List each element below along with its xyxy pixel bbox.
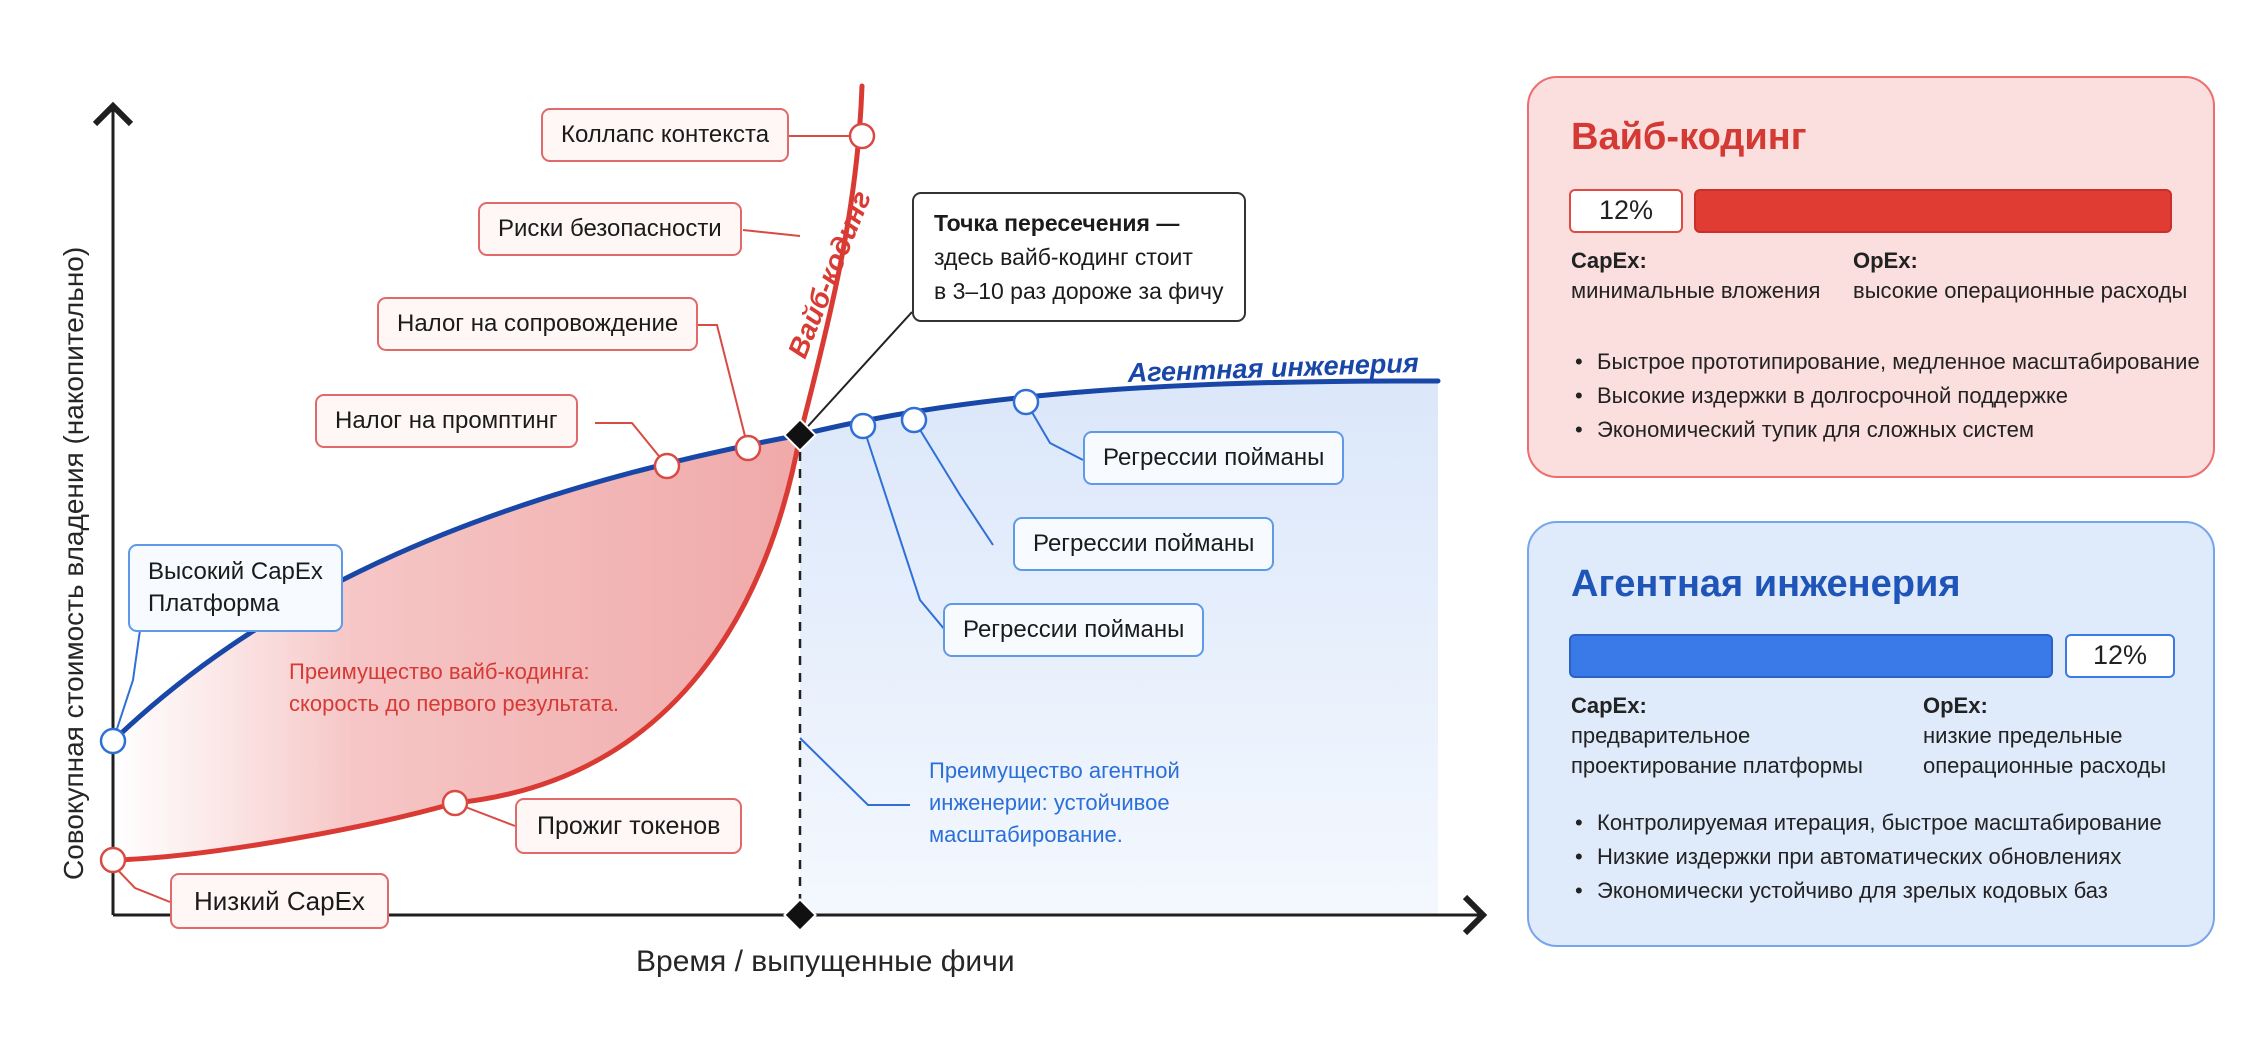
agent-opex: OpEx: низкие предельные операционные рас…: [1923, 691, 2166, 781]
vibe-bullets: Быстрое прототипирование, медленное масш…: [1569, 345, 2200, 447]
agent-capex-line1: предварительное: [1571, 723, 1751, 748]
marker-reg-3: [849, 412, 877, 440]
leader-low-capex: [112, 864, 171, 903]
vibe-series-label: Вайб-кодинг: [782, 186, 877, 362]
agent-engineering-panel: Агентная инженерия 12% CapEx: предварите…: [1527, 521, 2215, 947]
callout-prompting-tax: Налог на промптинг: [315, 394, 578, 448]
marker-low-capex: [99, 846, 127, 874]
callout-context-collapse: Коллапс контекста: [541, 108, 790, 162]
callout-high-capex: Высокий CapEx Платформа: [128, 544, 343, 632]
crossover-line3: в 3–10 раз дороже за фичу: [934, 278, 1224, 304]
vibe-coding-panel: Вайб-кодинг 12% CapEx: минимальные вложе…: [1527, 76, 2215, 478]
agent-advantage-note: Преимущество агентной инженерии: устойчи…: [929, 755, 1180, 851]
vibe-opex-label: OpEx:: [1853, 248, 1918, 273]
callout-crossover: Точка пересечения — здесь вайб-кодинг ст…: [912, 192, 1246, 322]
callout-maintenance-tax: Налог на сопровождение: [377, 297, 699, 351]
vibe-opex: OpEx: высокие операционные расходы: [1853, 246, 2187, 306]
vibe-advantage-line1: Преимущество вайб-кодинга:: [289, 659, 590, 684]
leader-security-risks: [742, 229, 801, 237]
leader-agent-advantage: [799, 737, 910, 806]
agent-capex-line2: проектирование платформы: [1571, 753, 1863, 778]
y-axis-label: Совокупная стоимость владения (накопител…: [58, 246, 89, 880]
leader-high-capex: [112, 629, 141, 742]
vibe-bullet: Экономический тупик для сложных систем: [1569, 413, 2200, 447]
vibe-bullet: Высокие издержки в долгосрочной поддержк…: [1569, 379, 2200, 413]
leader-crossover: [799, 311, 913, 436]
x-axis-label: Время / выпущенные фичи: [636, 945, 1015, 978]
high-capex-title: Высокий CapEx: [148, 558, 323, 585]
vibe-capex-label: CapEx:: [1571, 248, 1647, 273]
callout-security-risks: Риски безопасности: [478, 202, 742, 256]
vibe-curve: [110, 83, 865, 863]
agent-opex-line2: операционные расходы: [1923, 753, 2167, 778]
agent-opex-label: OpEx:: [1923, 693, 1988, 718]
agent-bullet: Экономически устойчиво для зрелых кодовы…: [1569, 874, 2162, 908]
marker-reg-2: [900, 406, 928, 434]
callout-regressions-3: Регрессии пойманы: [943, 603, 1205, 657]
marker-prompting-tax: [653, 452, 681, 480]
marker-token-burn: [441, 789, 469, 817]
marker-maintenance-tax: [734, 434, 762, 462]
vibe-capex-text: минимальные вложения: [1571, 278, 1821, 303]
vibe-bar: [1694, 189, 2172, 233]
crossover-line1: Точка пересечения —: [934, 210, 1180, 236]
crossover-diamond: [783, 418, 817, 452]
agent-panel-title: Агентная инженерия: [1571, 563, 1961, 605]
agent-advantage-line2: инженерии: устойчивое: [929, 790, 1170, 815]
axis-diamond: [783, 898, 817, 932]
crossover-line2: здесь вайб-кодинг стоит: [934, 244, 1193, 270]
leader-reg-1: [1025, 401, 1084, 461]
vibe-opex-text: высокие операционные расходы: [1853, 278, 2188, 303]
callout-regressions-1: Регрессии пойманы: [1083, 431, 1345, 485]
agent-percent-box: 12%: [2065, 634, 2175, 678]
vibe-percent-box: 12%: [1569, 189, 1683, 233]
leader-reg-3: [862, 425, 946, 631]
marker-context-collapse: [848, 122, 876, 150]
agent-advantage-line1: Преимущество агентной: [929, 758, 1180, 783]
agent-opex-line1: низкие предельные: [1923, 723, 2123, 748]
callout-regressions-2: Регрессии пойманы: [1013, 517, 1275, 571]
callout-token-burn: Прожиг токенов: [515, 798, 743, 854]
vibe-panel-title: Вайб-кодинг: [1571, 116, 1807, 158]
agent-advantage-line3: масштабирование.: [929, 822, 1123, 847]
vibe-advantage-line2: скорость до первого результата.: [289, 691, 620, 716]
callout-low-capex: Низкий CapEx: [170, 873, 389, 929]
vibe-advantage-area: [113, 435, 800, 860]
high-capex-sub: Платформа: [148, 590, 280, 617]
agent-capex: CapEx: предварительное проектирование пл…: [1571, 691, 1863, 781]
vibe-capex: CapEx: минимальные вложения: [1571, 246, 1820, 306]
vibe-bullet: Быстрое прототипирование, медленное масш…: [1569, 345, 2200, 379]
marker-reg-1: [1012, 388, 1040, 416]
vibe-advantage-note: Преимущество вайб-кодинга: скорость до п…: [289, 656, 619, 720]
marker-high-capex: [99, 727, 127, 755]
agent-bullets: Контролируемая итерация, быстрое масштаб…: [1569, 806, 2162, 908]
leader-reg-2: [913, 419, 994, 546]
agent-capex-label: CapEx:: [1571, 693, 1647, 718]
agent-bullet: Низкие издержки при автоматических обнов…: [1569, 840, 2162, 874]
agent-bullet: Контролируемая итерация, быстрое масштаб…: [1569, 806, 2162, 840]
leader-prompting-tax: [595, 422, 668, 467]
leader-maintenance-tax: [690, 324, 749, 449]
agent-bar: [1569, 634, 2053, 678]
